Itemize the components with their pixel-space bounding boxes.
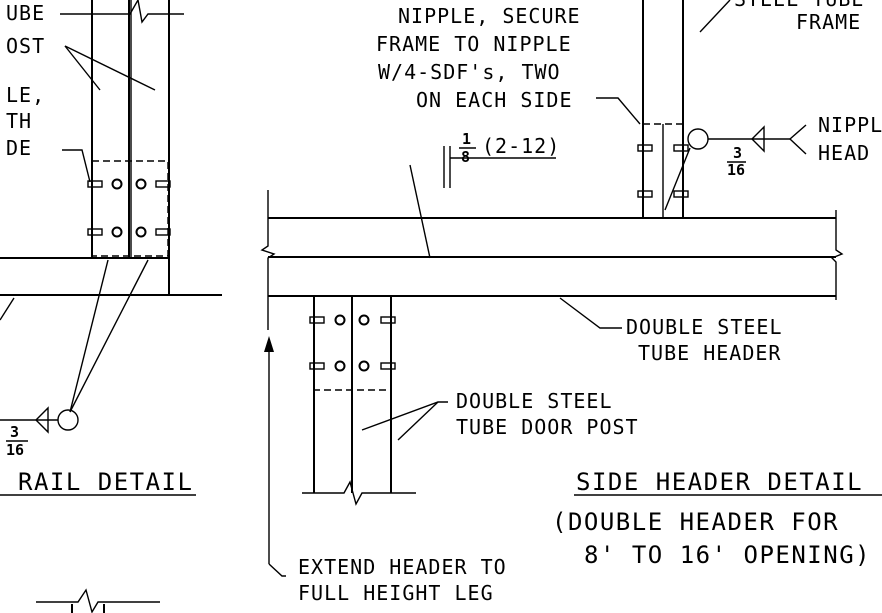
door-post-bolt-group	[309, 314, 396, 372]
detail-subtitle-line-1: (DOUBLE HEADER FOR	[552, 508, 839, 536]
nipple-note-line-2: FRAME TO NIPPLE	[376, 32, 572, 56]
left-detail-title: RAIL DETAIL	[18, 468, 193, 496]
fillet-weld-size-den: 8	[461, 148, 470, 166]
left-weld-size-den: 16	[6, 441, 24, 459]
detail-subtitle-line-2: 8' TO 16' OPENING)	[584, 541, 871, 569]
nipple-note-line-4: ON EACH SIDE	[416, 88, 573, 112]
left-label-th: TH	[6, 109, 32, 133]
frame-label-line-1: STEEL TUBE	[734, 0, 864, 11]
left-label-post: OST	[6, 34, 45, 58]
door-post-label-line-2: TUBE DOOR POST	[456, 415, 639, 439]
left-label-de: DE	[6, 136, 32, 160]
left-bolt-group	[87, 178, 171, 238]
extend-note-line-1: EXTEND HEADER TO	[298, 555, 507, 579]
left-rail-detail	[0, 0, 222, 613]
nipple-head-label-line-2: HEAD	[818, 141, 870, 165]
header-label-line-1: DOUBLE STEEL	[626, 315, 783, 339]
right-weld-size-den: 16	[727, 161, 745, 179]
right-weld-size-num: 3	[733, 144, 742, 162]
fillet-weld-size-num: 1	[462, 130, 471, 148]
nipple-note-line-3: W/4-SDF's, TWO	[378, 60, 561, 84]
fillet-weld-spacing: (2-12)	[482, 134, 560, 158]
door-post-label-line-1: DOUBLE STEEL	[456, 389, 613, 413]
left-weld-size-num: 3	[10, 423, 19, 441]
header-label-line-2: TUBE HEADER	[638, 341, 781, 365]
extend-note-line-2: FULL HEIGHT LEG	[298, 581, 494, 605]
main-detail-title: SIDE HEADER DETAIL	[576, 468, 863, 496]
nipple-note-line-1: NIPPLE, SECURE	[398, 4, 581, 28]
frame-nipple-bolt-group	[637, 144, 689, 198]
side-header-detail	[260, 0, 882, 577]
left-label-le: LE,	[6, 83, 45, 107]
nipple-head-label-line-1: NIPPL	[818, 113, 882, 137]
left-label-tube: UBE	[6, 1, 45, 25]
frame-label-line-2: FRAME	[796, 10, 861, 34]
